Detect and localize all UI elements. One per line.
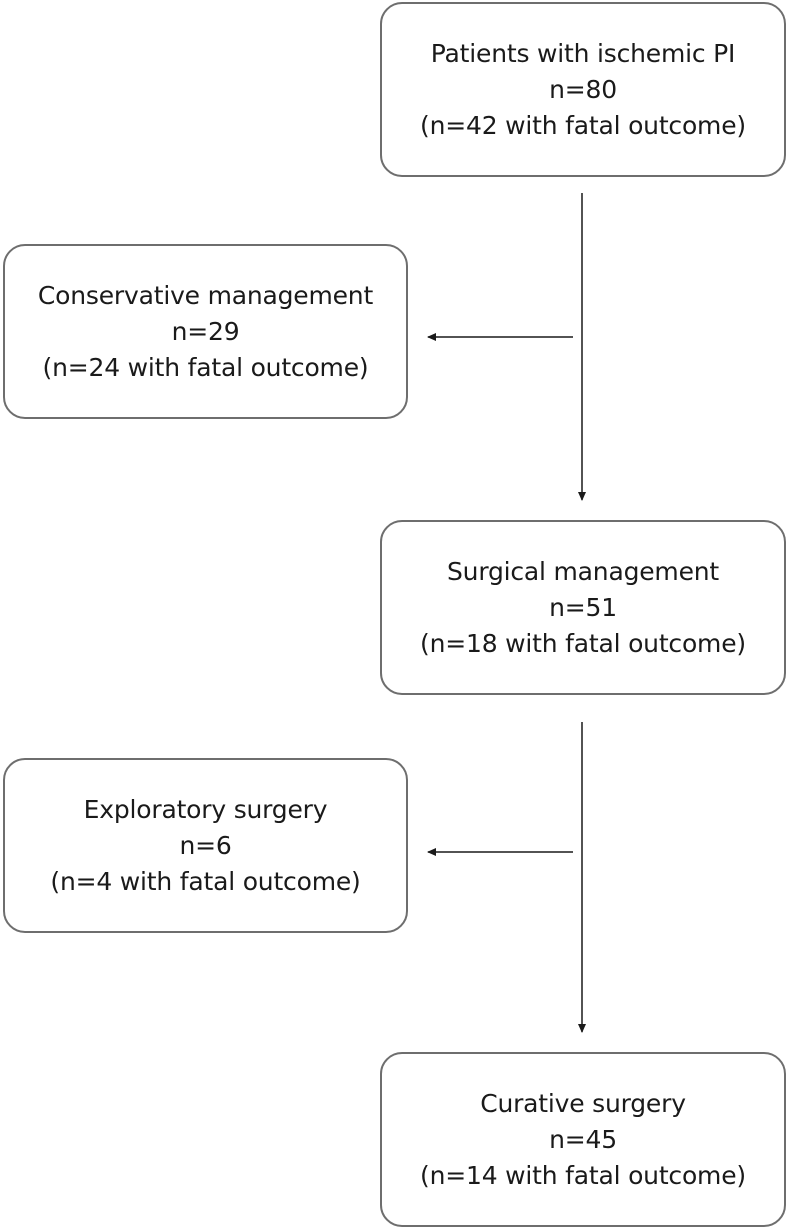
surgical-title: Surgical management (447, 556, 719, 586)
surgical-management-box: Surgical management n=51 (n=18 with fata… (380, 520, 786, 695)
patients-title: Patients with ischemic PI (430, 38, 736, 68)
exploratory-fatal: (n=4 with fatal outcome) (50, 866, 361, 896)
conservative-management-box: Conservative management n=29 (n=24 with … (3, 244, 408, 419)
conservative-title: Conservative management (37, 280, 374, 310)
surgical-fatal: (n=18 with fatal outcome) (420, 628, 746, 658)
patients-box: Patients with ischemic PI n=80 (n=42 wit… (380, 2, 786, 177)
surgical-count: n=51 (549, 592, 617, 622)
conservative-fatal: (n=24 with fatal outcome) (42, 352, 369, 382)
curative-count: n=45 (549, 1124, 617, 1154)
curative-title: Curative surgery (480, 1088, 686, 1118)
curative-fatal: (n=14 with fatal outcome) (420, 1160, 746, 1190)
patients-fatal: (n=42 with fatal outcome) (420, 110, 746, 140)
curative-surgery-box: Curative surgery n=45 (n=14 with fatal o… (380, 1052, 786, 1227)
exploratory-count: n=6 (179, 830, 232, 860)
exploratory-surgery-box: Exploratory surgery n=6 (n=4 with fatal … (3, 758, 408, 933)
conservative-count: n=29 (171, 316, 240, 346)
patients-count: n=80 (549, 74, 617, 104)
exploratory-title: Exploratory surgery (83, 794, 328, 824)
